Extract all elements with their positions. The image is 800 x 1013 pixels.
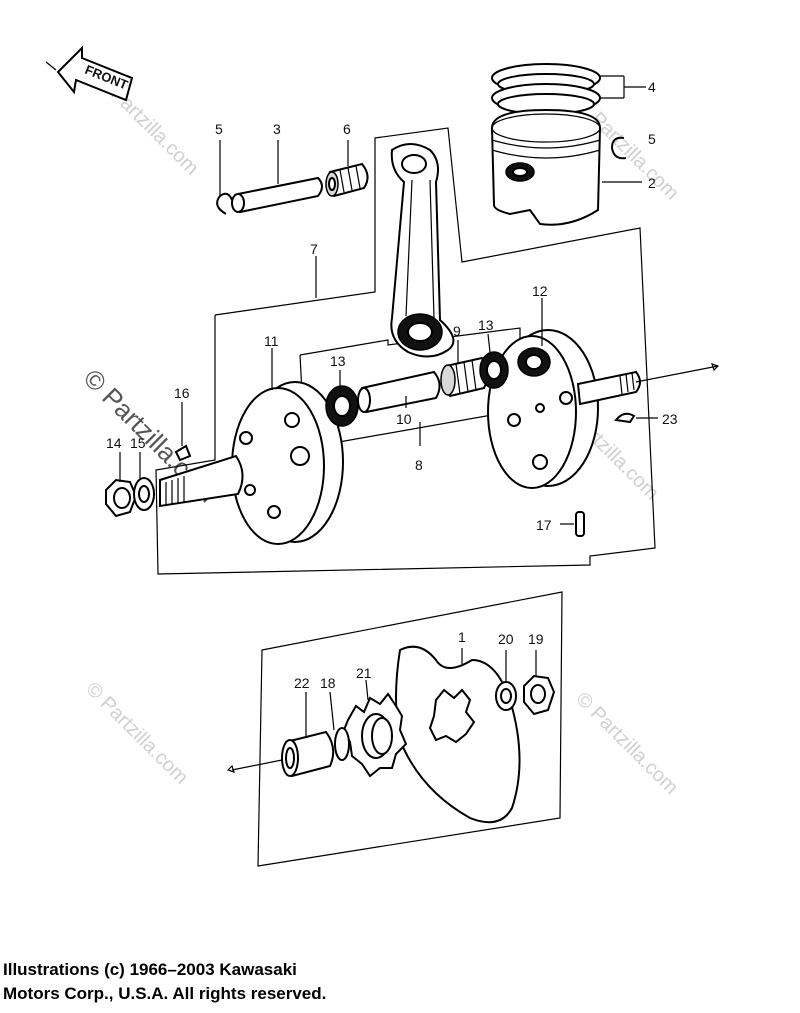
copyright-line-2: Motors Corp., U.S.A. All rights reserved… xyxy=(3,984,327,1003)
thrust-washer-left xyxy=(325,385,359,427)
label-5-left: 5 xyxy=(215,121,223,137)
sprocket xyxy=(342,692,408,778)
leader-lines xyxy=(119,75,658,736)
watermark-right-bottom: © Partzilla.com xyxy=(571,688,682,799)
copyright-line-1: Illustrations (c) 1966–2003 Kawasaki xyxy=(3,960,297,979)
label-17: 17 xyxy=(536,517,552,533)
small-end-bearing xyxy=(325,162,369,198)
label-10: 10 xyxy=(396,411,412,427)
big-end-bearing xyxy=(440,356,489,398)
cam-plate xyxy=(395,645,521,824)
label-13-right: 13 xyxy=(478,317,494,333)
label-4: 4 xyxy=(648,79,656,95)
copyright-notice: Illustrations (c) 1966–2003 Kawasaki Mot… xyxy=(3,958,326,1006)
woodruff-key-right xyxy=(614,412,636,424)
label-11: 11 xyxy=(264,333,279,349)
label-6: 6 xyxy=(343,121,351,137)
watermark-left-bottom: © Partzilla.com xyxy=(81,678,192,789)
label-18: 18 xyxy=(320,675,336,691)
piston xyxy=(490,108,602,226)
woodruff-key-left xyxy=(174,444,192,462)
label-23: 23 xyxy=(662,411,678,427)
label-20: 20 xyxy=(498,631,514,647)
label-9: 9 xyxy=(453,323,461,339)
label-19: 19 xyxy=(528,631,544,647)
thrust-washer-right xyxy=(479,351,509,389)
label-21: 21 xyxy=(356,665,372,681)
label-2: 2 xyxy=(648,175,656,191)
connecting-rod xyxy=(390,143,455,358)
label-16: 16 xyxy=(174,385,190,401)
crank-half-right xyxy=(487,329,720,489)
nut xyxy=(105,478,138,518)
label-8: 8 xyxy=(415,457,423,473)
front-arrow-icon: FRONT xyxy=(45,45,134,102)
circlip-left xyxy=(216,192,233,215)
label-3: 3 xyxy=(273,121,281,137)
watermark-right-top: Partzilla.com xyxy=(586,108,683,205)
label-13-left: 13 xyxy=(330,353,346,369)
crank-half-left xyxy=(159,381,344,545)
o-ring xyxy=(334,727,350,761)
washer xyxy=(133,477,155,511)
sprocket-group-outline xyxy=(257,591,563,867)
label-5-right: 5 xyxy=(648,131,656,147)
label-1: 1 xyxy=(458,629,466,645)
label-12: 12 xyxy=(532,283,548,299)
label-7: 7 xyxy=(310,241,318,257)
collar xyxy=(281,730,335,778)
label-15: 15 xyxy=(130,435,146,451)
label-22: 22 xyxy=(294,675,310,691)
wrist-pin xyxy=(231,176,323,214)
label-14: 14 xyxy=(106,435,122,451)
piston-rings xyxy=(491,63,601,115)
sprocket-washer xyxy=(495,681,517,711)
sprocket-nut xyxy=(523,674,556,716)
dowel-pin xyxy=(575,511,585,537)
circlip-right xyxy=(610,136,627,160)
assembly-outline-7 xyxy=(155,127,656,575)
crank-pin xyxy=(357,370,441,414)
part-labels: 1 2 3 4 5 5 6 7 8 9 10 11 12 13 13 14 15… xyxy=(106,79,678,691)
